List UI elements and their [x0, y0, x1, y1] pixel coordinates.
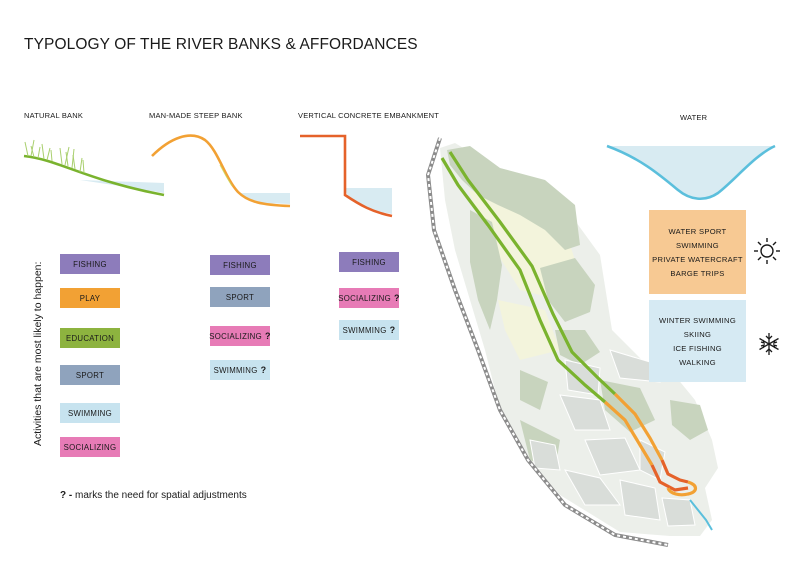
- winter-activity: ICE FISHING: [673, 343, 722, 353]
- sun-icon: [754, 238, 780, 264]
- heading-natural-bank: NATURAL BANK: [24, 111, 84, 120]
- river-map: [425, 137, 718, 547]
- manmade-tag-socializing-label: SOCIALIZING: [209, 331, 262, 341]
- manmade-tag-swimming-label: SWIMMING: [213, 365, 258, 375]
- natural-tag-swimming: SWIMMING: [60, 403, 120, 423]
- heading-water: WATER: [680, 113, 708, 122]
- heading-manmade-steep-bank: MAN-MADE STEEP BANK: [149, 111, 243, 120]
- winter-activities-box: WINTER SWIMMING SKIING ICE FISHING WALKI…: [649, 300, 746, 382]
- summer-activity: BARGE TRIPS: [670, 268, 725, 278]
- question-mark: ?: [393, 293, 400, 303]
- natural-bank-profile: [23, 139, 165, 197]
- heading-vertical-concrete-embankment: VERTICAL CONCRETE EMBANKMENT: [298, 111, 440, 120]
- natural-tag-socializing: SOCIALIZING: [60, 437, 120, 457]
- manmade-tag-sport: SPORT: [210, 287, 270, 307]
- vertical-tag-socializing-label: SOCIALIZING: [338, 293, 391, 303]
- natural-tag-fishing: FISHING: [60, 254, 120, 274]
- footnote-mark: ? -: [60, 490, 73, 501]
- question-mark: ?: [260, 365, 267, 375]
- manmade-tag-socializing: SOCIALIZING?: [209, 326, 271, 346]
- water-profile: [606, 144, 776, 200]
- vertical-tag-swimming-label: SWIMMING: [342, 325, 387, 335]
- vertical-tag-swimming: SWIMMING?: [339, 320, 399, 340]
- natural-tag-play: PLAY: [60, 288, 120, 308]
- footnote-text: marks the need for spatial adjustments: [72, 490, 247, 501]
- manmade-tag-fishing: FISHING: [210, 255, 270, 275]
- activities-side-label: Activities that are most likely to happe…: [32, 261, 44, 446]
- summer-activity: PRIVATE WATERCRAFT: [652, 254, 743, 264]
- manmade-tag-swimming: SWIMMING?: [210, 360, 270, 380]
- vertical-tag-socializing: SOCIALIZING?: [338, 288, 400, 308]
- vertical-tag-fishing: FISHING: [339, 252, 399, 272]
- winter-activity: WINTER SWIMMING: [658, 315, 737, 325]
- manmade-bank-profile: [151, 134, 291, 208]
- question-mark: ?: [264, 331, 271, 341]
- summer-activities-box: WATER SPORT SWIMMING PRIVATE WATERCRAFT …: [649, 210, 746, 294]
- natural-tag-sport: SPORT: [60, 365, 120, 385]
- winter-activity: SKIING: [683, 329, 712, 339]
- question-mark: ?: [389, 325, 396, 335]
- snowflake-icon: [759, 333, 779, 355]
- natural-tag-education: EDUCATION: [60, 328, 120, 348]
- vertical-embankment-profile: [300, 134, 393, 218]
- winter-activity: WALKING: [679, 357, 716, 367]
- summer-activity: WATER SPORT: [668, 226, 727, 236]
- footnote: ? - marks the need for spatial adjustmen…: [60, 490, 247, 501]
- summer-activity: SWIMMING: [676, 240, 719, 250]
- page-title: TYPOLOGY OF THE RIVER BANKS & AFFORDANCE…: [24, 36, 418, 53]
